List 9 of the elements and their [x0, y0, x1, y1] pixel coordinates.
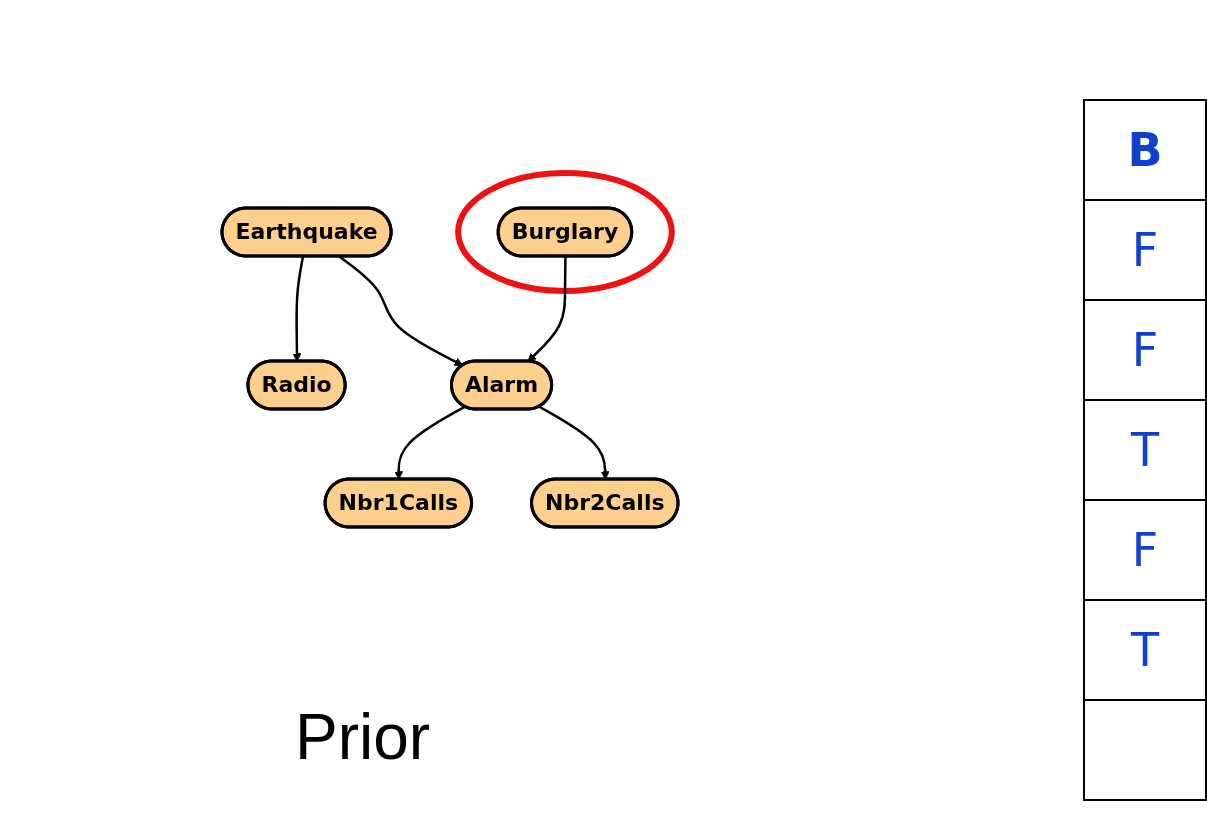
caption: Prior	[295, 700, 431, 774]
table-value: T	[1130, 423, 1160, 477]
arrow	[527, 256, 567, 362]
table-value: F	[1131, 323, 1159, 377]
table-value: T	[1130, 623, 1160, 677]
cluster	[455, 170, 675, 294]
column-header: B	[1127, 123, 1163, 177]
table-value: F	[1131, 223, 1159, 277]
table-value: F	[1131, 523, 1159, 577]
